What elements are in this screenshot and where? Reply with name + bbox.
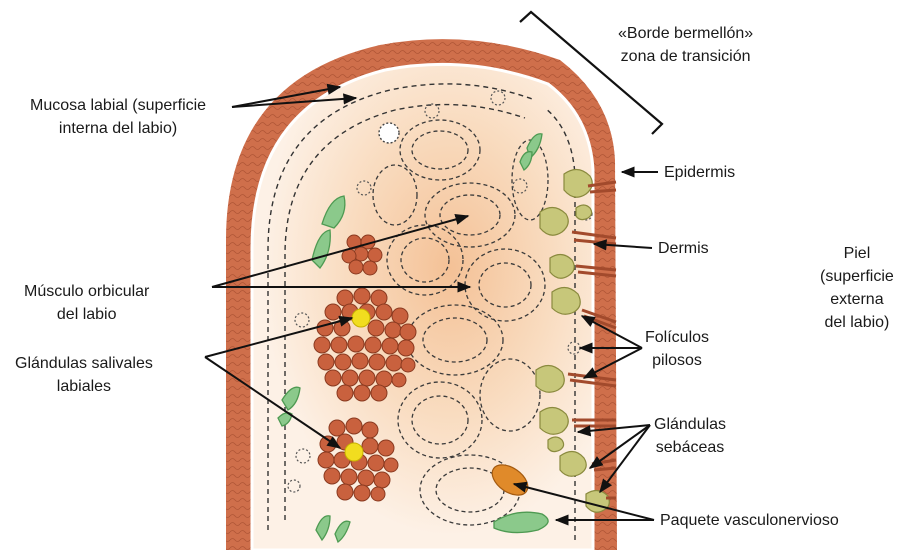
label-orbicularis-muscle: Músculo orbicular del labio — [24, 280, 149, 326]
label-sebaceous-glands: Glándulas sebáceas — [654, 413, 726, 459]
label-line: pilosos — [645, 349, 709, 372]
label-line: (superficie — [820, 265, 894, 288]
label-line: externa — [820, 288, 894, 311]
label-line: Piel — [820, 242, 894, 265]
label-line: del labio — [24, 303, 149, 326]
label-line: «Borde bermellón» — [618, 22, 753, 45]
label-line: Músculo orbicular — [24, 280, 149, 303]
label-line: zona de transición — [618, 45, 753, 68]
label-hair-follicles: Folículos pilosos — [645, 326, 709, 372]
label-line: Mucosa labial (superficie — [30, 94, 206, 117]
label-dermis: Dermis — [658, 237, 709, 260]
label-labial-mucosa: Mucosa labial (superficie interna del la… — [30, 94, 206, 140]
label-line: sebáceas — [654, 436, 726, 459]
label-neurovascular-bundle: Paquete vasculonervioso — [660, 509, 839, 532]
label-line: del labio) — [820, 311, 894, 334]
label-line: Glándulas — [654, 413, 726, 436]
label-epidermis: Epidermis — [664, 161, 735, 184]
label-line: interna del labio) — [30, 117, 206, 140]
label-line: labiales — [15, 375, 153, 398]
label-salivary-glands: Glándulas salivales labiales — [15, 352, 153, 398]
label-skin: Piel (superficie externa del labio) — [820, 242, 894, 334]
label-line: Folículos — [645, 326, 709, 349]
white-rosette — [379, 123, 399, 143]
label-vermilion-border: «Borde bermellón» zona de transición — [618, 22, 753, 68]
label-line: Glándulas salivales — [15, 352, 153, 375]
